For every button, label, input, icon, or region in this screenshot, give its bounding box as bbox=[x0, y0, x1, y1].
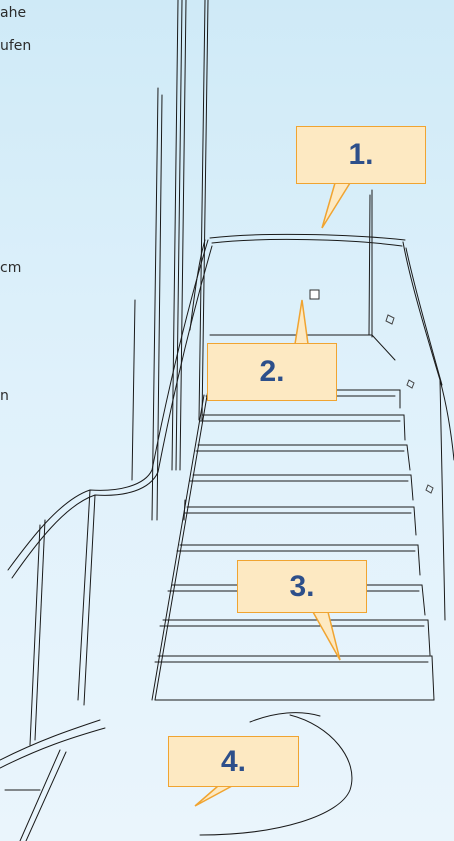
callout-3: 3. bbox=[237, 560, 367, 613]
light-switch-icon bbox=[310, 290, 319, 299]
callout-4: 4. bbox=[168, 736, 299, 787]
callout-2: 2. bbox=[207, 343, 337, 401]
callout-1: 1. bbox=[296, 126, 426, 184]
